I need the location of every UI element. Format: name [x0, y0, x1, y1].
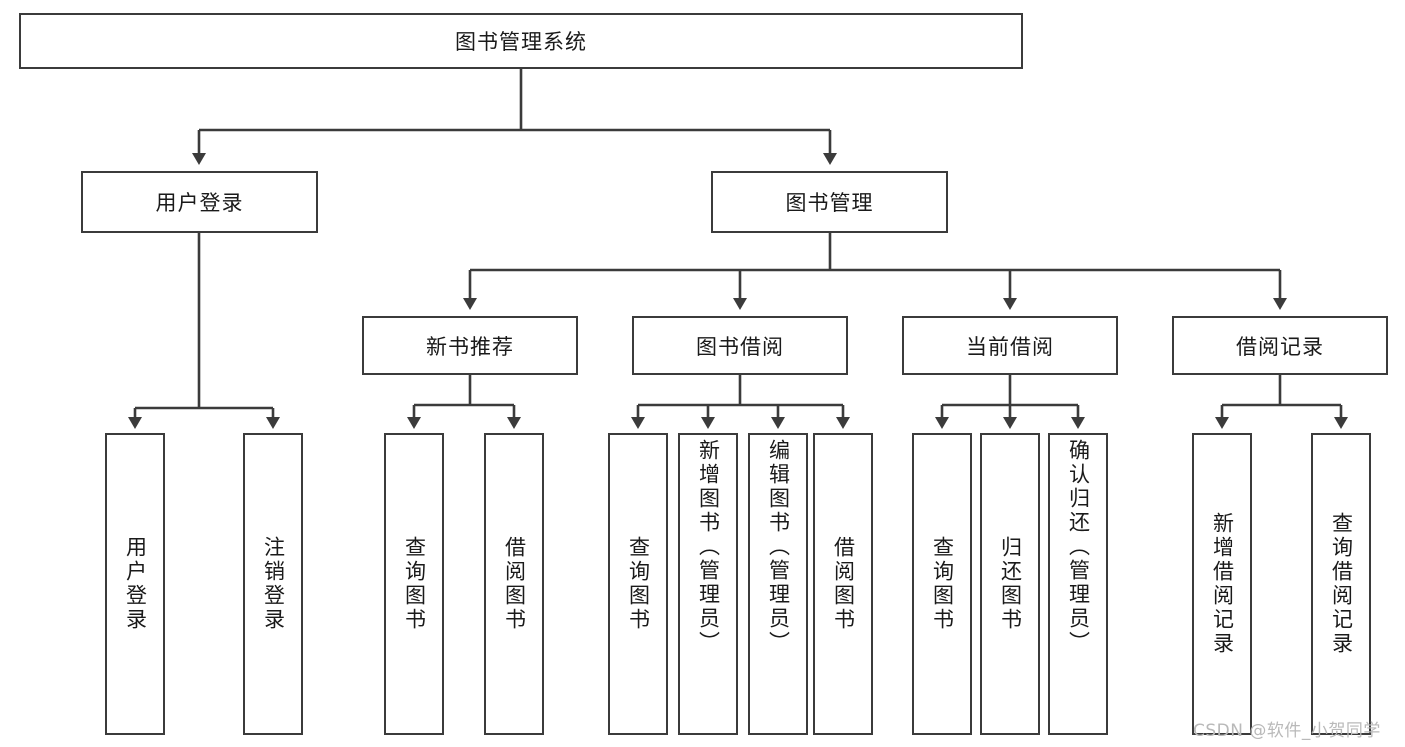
node-user-login-label: 用户登录: [155, 191, 244, 215]
leaf-query-borrow-record[interactable]: 查询借阅记录: [1311, 433, 1371, 735]
csdn-watermark: CSDN @软件_小贺同学: [1193, 721, 1381, 741]
node-book-manage-label: 图书管理: [785, 191, 874, 215]
leaf-query-book-recommend-label: 查询图书: [402, 536, 427, 632]
leaf-return-book[interactable]: 归还图书: [980, 433, 1040, 735]
leaf-confirm-return-admin[interactable]: 确认归还（管理员）: [1048, 433, 1108, 735]
node-book-borrow[interactable]: 图书借阅: [632, 316, 848, 375]
node-new-book-recommend-label: 新书推荐: [426, 334, 514, 359]
node-user-login[interactable]: 用户登录: [81, 171, 318, 233]
leaf-query-book-current[interactable]: 查询图书: [912, 433, 972, 735]
node-book-manage[interactable]: 图书管理: [711, 171, 948, 233]
leaf-query-borrow-record-label: 查询借阅记录: [1329, 512, 1354, 656]
leaf-add-book-admin[interactable]: 新增图书（管理员）: [678, 433, 738, 735]
leaf-borrow-book-borrow-label: 借阅图书: [831, 536, 856, 632]
node-root[interactable]: 图书管理系统: [19, 13, 1023, 69]
leaf-edit-book-admin[interactable]: 编辑图书（管理员）: [748, 433, 808, 735]
leaf-query-book-borrow[interactable]: 查询图书: [608, 433, 668, 735]
leaf-query-book-borrow-label: 查询图书: [626, 536, 651, 632]
leaf-add-borrow-record-label: 新增借阅记录: [1210, 512, 1235, 656]
leaf-logout-label: 注销登录: [261, 536, 286, 632]
leaf-edit-book-admin-label: 编辑图书（管理员）: [766, 439, 791, 655]
leaf-user-login-label: 用户登录: [123, 536, 148, 632]
node-new-book-recommend[interactable]: 新书推荐: [362, 316, 578, 375]
leaf-confirm-return-admin-label: 确认归还（管理员）: [1066, 439, 1091, 655]
node-borrow-record-label: 借阅记录: [1236, 334, 1324, 359]
leaf-borrow-book-recommend[interactable]: 借阅图书: [484, 433, 544, 735]
leaf-user-login[interactable]: 用户登录: [105, 433, 165, 735]
node-root-label: 图书管理系统: [455, 30, 587, 54]
node-current-borrow[interactable]: 当前借阅: [902, 316, 1118, 375]
leaf-return-book-label: 归还图书: [998, 536, 1023, 632]
leaf-add-book-admin-label: 新增图书（管理员）: [696, 439, 721, 655]
leaf-add-borrow-record[interactable]: 新增借阅记录: [1192, 433, 1252, 735]
node-borrow-record[interactable]: 借阅记录: [1172, 316, 1388, 375]
leaf-borrow-book-recommend-label: 借阅图书: [502, 536, 527, 632]
leaf-logout[interactable]: 注销登录: [243, 433, 303, 735]
leaf-query-book-recommend[interactable]: 查询图书: [384, 433, 444, 735]
node-current-borrow-label: 当前借阅: [966, 334, 1054, 359]
node-book-borrow-label: 图书借阅: [696, 334, 784, 359]
leaf-borrow-book-borrow[interactable]: 借阅图书: [813, 433, 873, 735]
leaf-query-book-current-label: 查询图书: [930, 536, 955, 632]
